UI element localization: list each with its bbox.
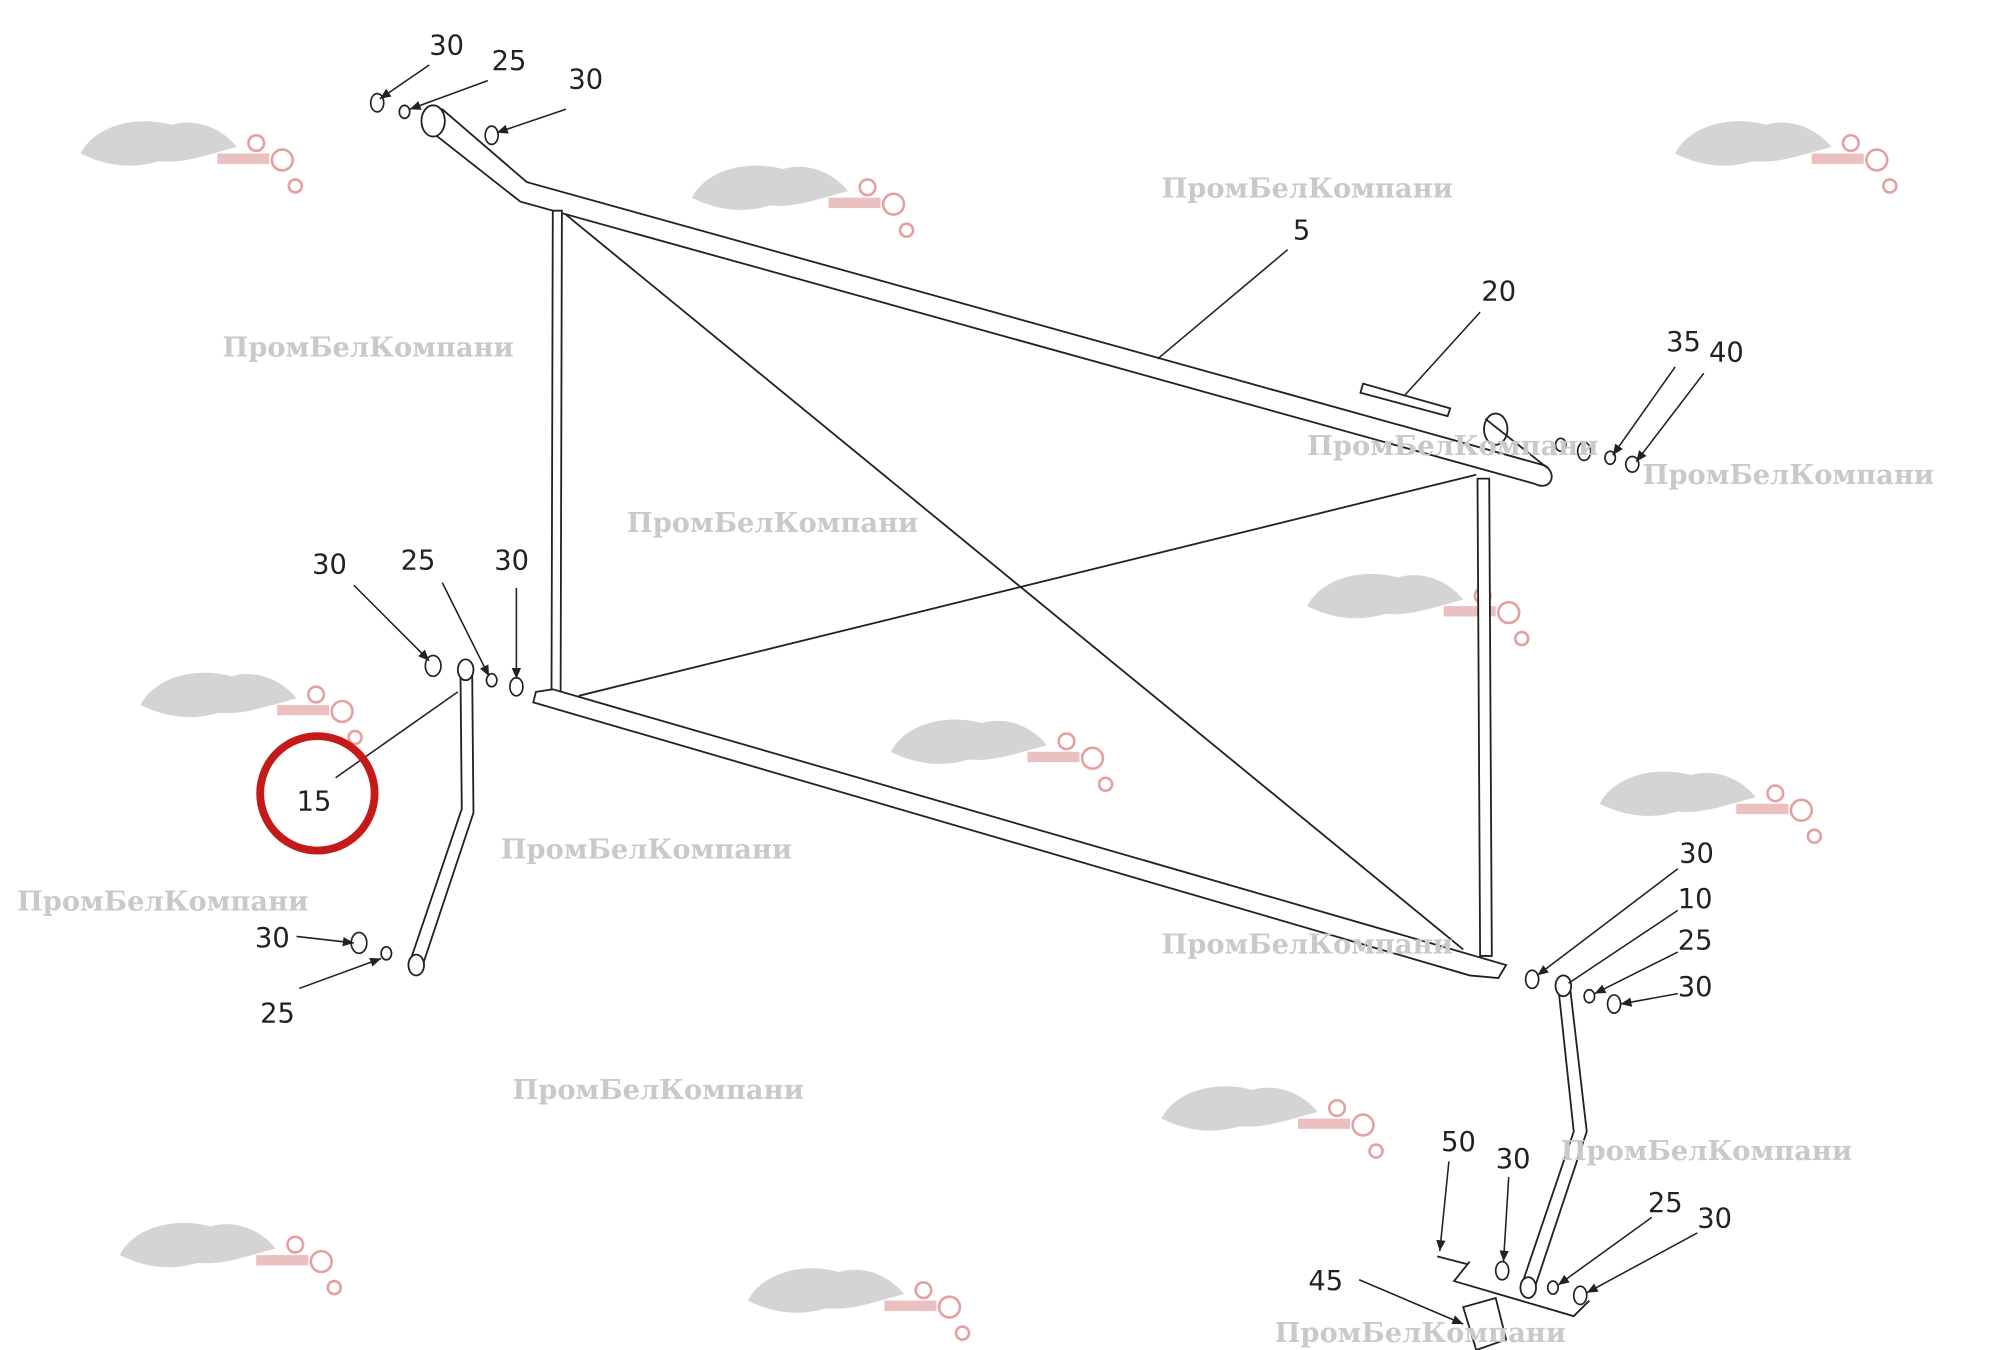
svg-text:ПромБелКомпани: ПромБелКомпани — [1161, 928, 1452, 960]
label-30: 30 — [1678, 972, 1713, 1003]
bolt-part-50 — [1436, 1255, 1468, 1266]
label-10: 10 — [1678, 884, 1713, 915]
watermark-text: ПромБелКомпани ПромБелКомпани ПромБелКом… — [17, 173, 1934, 1350]
label-30: 30 — [494, 546, 529, 577]
label-30: 30 — [1697, 1204, 1732, 1235]
label-30: 30 — [1679, 838, 1714, 869]
arm-part-10 — [1519, 974, 1588, 1299]
part-labels: 30 25 30 5 20 35 40 30 25 30 15 30 25 30… — [255, 31, 1744, 1298]
label-20: 20 — [1481, 276, 1516, 307]
bracket-part-45 — [1462, 1296, 1508, 1350]
svg-text:ПромБелКомпани: ПромБелКомпани — [501, 833, 792, 865]
label-30: 30 — [568, 64, 603, 95]
highlight-circle — [256, 732, 379, 855]
svg-text:ПромБелКомпани: ПромБелКомпани — [1643, 459, 1934, 491]
label-45: 45 — [1308, 1266, 1343, 1297]
label-35: 35 — [1666, 327, 1701, 358]
leader-lines — [296, 64, 1705, 1325]
label-30: 30 — [429, 31, 464, 62]
label-30: 30 — [255, 923, 290, 954]
label-40: 40 — [1709, 338, 1744, 369]
arm-part-15 — [407, 658, 475, 977]
label-30: 30 — [312, 550, 347, 581]
washers — [350, 92, 1640, 1306]
label-25: 25 — [1678, 925, 1713, 956]
label-25: 25 — [1648, 1188, 1683, 1219]
svg-text:ПромБелКомпани: ПромБелКомпани — [512, 1074, 803, 1106]
label-25: 25 — [260, 998, 295, 1029]
label-5: 5 — [1293, 215, 1310, 246]
svg-text:ПромБелКомпани: ПромБелКомпани — [1161, 173, 1452, 205]
label-15: 15 — [297, 786, 332, 817]
label-50: 50 — [1441, 1127, 1476, 1158]
frame-part-5 — [420, 104, 1553, 979]
label-30: 30 — [1496, 1144, 1531, 1175]
pin-part-20 — [1359, 382, 1452, 418]
svg-text:ПромБелКомпани: ПромБелКомпани — [222, 331, 513, 363]
svg-text:ПромБелКомпани: ПромБелКомпани — [1275, 1317, 1566, 1349]
label-25: 25 — [401, 546, 436, 577]
svg-text:ПромБелКомпани: ПромБелКомпани — [1561, 1135, 1852, 1167]
svg-text:ПромБелКомпани: ПромБелКомпани — [1307, 430, 1598, 462]
label-25: 25 — [492, 46, 527, 77]
svg-text:ПромБелКомпани: ПромБелКомпани — [627, 507, 918, 539]
svg-text:ПромБелКомпани: ПромБелКомпани — [17, 885, 308, 917]
